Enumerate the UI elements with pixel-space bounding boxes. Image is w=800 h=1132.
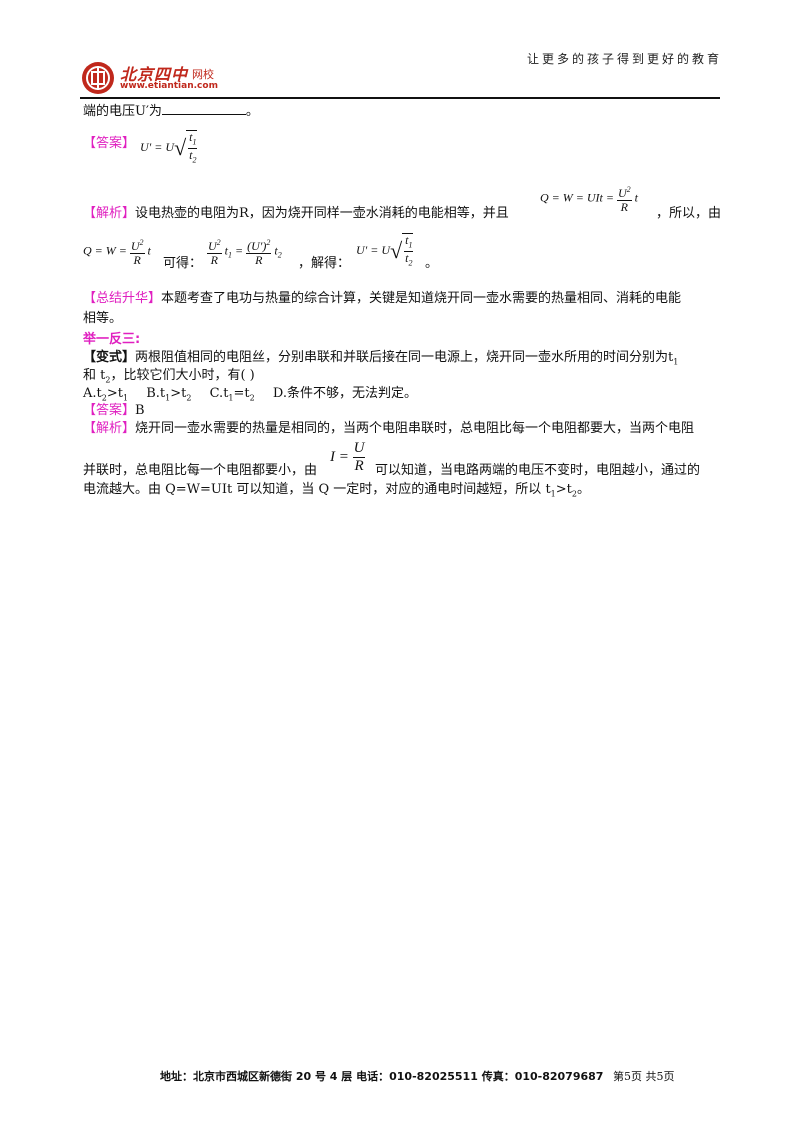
question-text: 端的电压U′为 [83, 104, 162, 119]
explain2-text2a: 并联时，总电阻比每一个电阻都要小，由 [83, 463, 318, 478]
option-c: C.t1=t2 [209, 386, 255, 403]
variant-heading-text: 举一反三: [83, 332, 141, 347]
summary-tag: 【总结升华】 [83, 291, 162, 306]
variant-text2a: 和 t [83, 368, 106, 383]
answer2-value: B [135, 403, 145, 418]
explain1-solve: ，解得： [298, 255, 350, 272]
question-tail: 端的电压U′为 。 [83, 102, 259, 120]
explain1-end: 。 [425, 255, 438, 272]
footer: 地址：北京市西城区新德街 20 号 4 层 电话：010-82025511 传真… [160, 1068, 674, 1084]
variant-text1: 两根阻值相同的电阻丝，分别串联和并联后接在同一电源上，烧开同一壶水所用的时间分别… [135, 350, 674, 365]
explain1-get-text: 可得： [163, 256, 203, 271]
explain2-line2b: 可以知道，当电路两端的电压不变时，电阻越小，通过的 [375, 462, 700, 479]
variant-line1: 【变式】两根阻值相同的电阻丝，分别串联和并联后接在同一电源上，烧开同一壶水所用的… [83, 349, 678, 371]
question-end: 。 [245, 104, 259, 119]
logo-net: 网校 [192, 68, 214, 81]
summary-text1: 本题考查了电功与热量的综合计算，关键是知道烧开同一壶水需要的热量相同、消耗的电能 [161, 291, 682, 306]
explain1-text1: 设电热壶的电阻为R，因为烧开同样一壶水消耗的电能相等，并且 [135, 206, 509, 221]
variant-options: A.t2>t1 B.t1>t2 C.t1=t2 D.条件不够，无法判定。 [83, 385, 417, 407]
summary-text2: 相等。 [83, 311, 123, 326]
option-a: A.t2>t1 [83, 386, 129, 403]
explain2-text2b: 可以知道，当电路两端的电压不变时，电阻越小，通过的 [375, 463, 701, 478]
explain2-text3: 电流越大。由 Q=W=UIt 可以知道，当 Q 一定时，对应的通电时间越短，所以… [83, 482, 551, 497]
logo: 北京四中 网校 www.etiantian.com [80, 60, 240, 96]
explain1-text1-end: ，所以，由 [656, 206, 722, 221]
answer2: 【答案】B [83, 402, 145, 419]
summary-line1: 【总结升华】本题考查了电功与热量的综合计算，关键是知道烧开同一壶水需要的热量相同… [83, 290, 681, 307]
explain2-line3: 电流越大。由 Q=W=UIt 可以知道，当 Q 一定时，对应的通电时间越短，所以… [83, 482, 590, 499]
variant-sub2: 2 [105, 375, 111, 385]
option-b: B.t1>t2 [146, 386, 192, 403]
variant-line2: 和 t2，比较它们大小时，有( ) [83, 367, 255, 389]
variant-tag: 【变式】 [83, 350, 136, 365]
explain1-line1-end: ，所以，由 [656, 205, 721, 222]
explain1-tag: 【解析】 [83, 206, 136, 221]
answer-blank [161, 102, 246, 115]
explain1-end-text: 。 [425, 256, 439, 271]
answer1: 【答案】 [83, 135, 135, 152]
explain2-line1: 【解析】烧开同一壶水需要的热量是相同的，当两个电阻串联时，总电阻比每一个电阻都要… [83, 420, 694, 437]
explain1-line1: 【解析】设电热壶的电阻为R，因为烧开同样一壶水消耗的电能相等，并且 [83, 205, 509, 222]
header-rule [80, 97, 720, 99]
footer-page: 第5页 共5页 [612, 1070, 675, 1083]
variant-heading: 举一反三: [83, 331, 140, 348]
logo-cn: 北京四中 [120, 65, 189, 84]
explain1-get: 可得： [163, 255, 202, 272]
answer1-tag: 【答案】 [83, 136, 136, 151]
logo-url: www.etiantian.com [120, 81, 218, 91]
option-d: D.条件不够，无法判定。 [272, 386, 417, 401]
logo-emblem-icon [82, 62, 114, 94]
answer2-tag: 【答案】 [83, 403, 136, 418]
explain1-solve-text: ，解得： [298, 256, 351, 271]
explain2-line2a: 并联时，总电阻比每一个电阻都要小，由 [83, 462, 317, 479]
explain2-text1: 烧开同一壶水需要的热量是相同的，当两个电阻串联时，总电阻比每一个电阻都要大，当两… [135, 421, 695, 436]
explain2-tag: 【解析】 [83, 421, 136, 436]
header-slogan: 让更多的孩子得到更好的教育 [527, 52, 723, 66]
variant-sub1: 1 [673, 357, 679, 367]
variant-text2b: ，比较它们大小时，有( ) [110, 368, 255, 383]
footer-address: 地址：北京市西城区新德街 20 号 4 层 电话：010-82025511 传真… [160, 1070, 604, 1083]
summary-line2: 相等。 [83, 310, 122, 327]
